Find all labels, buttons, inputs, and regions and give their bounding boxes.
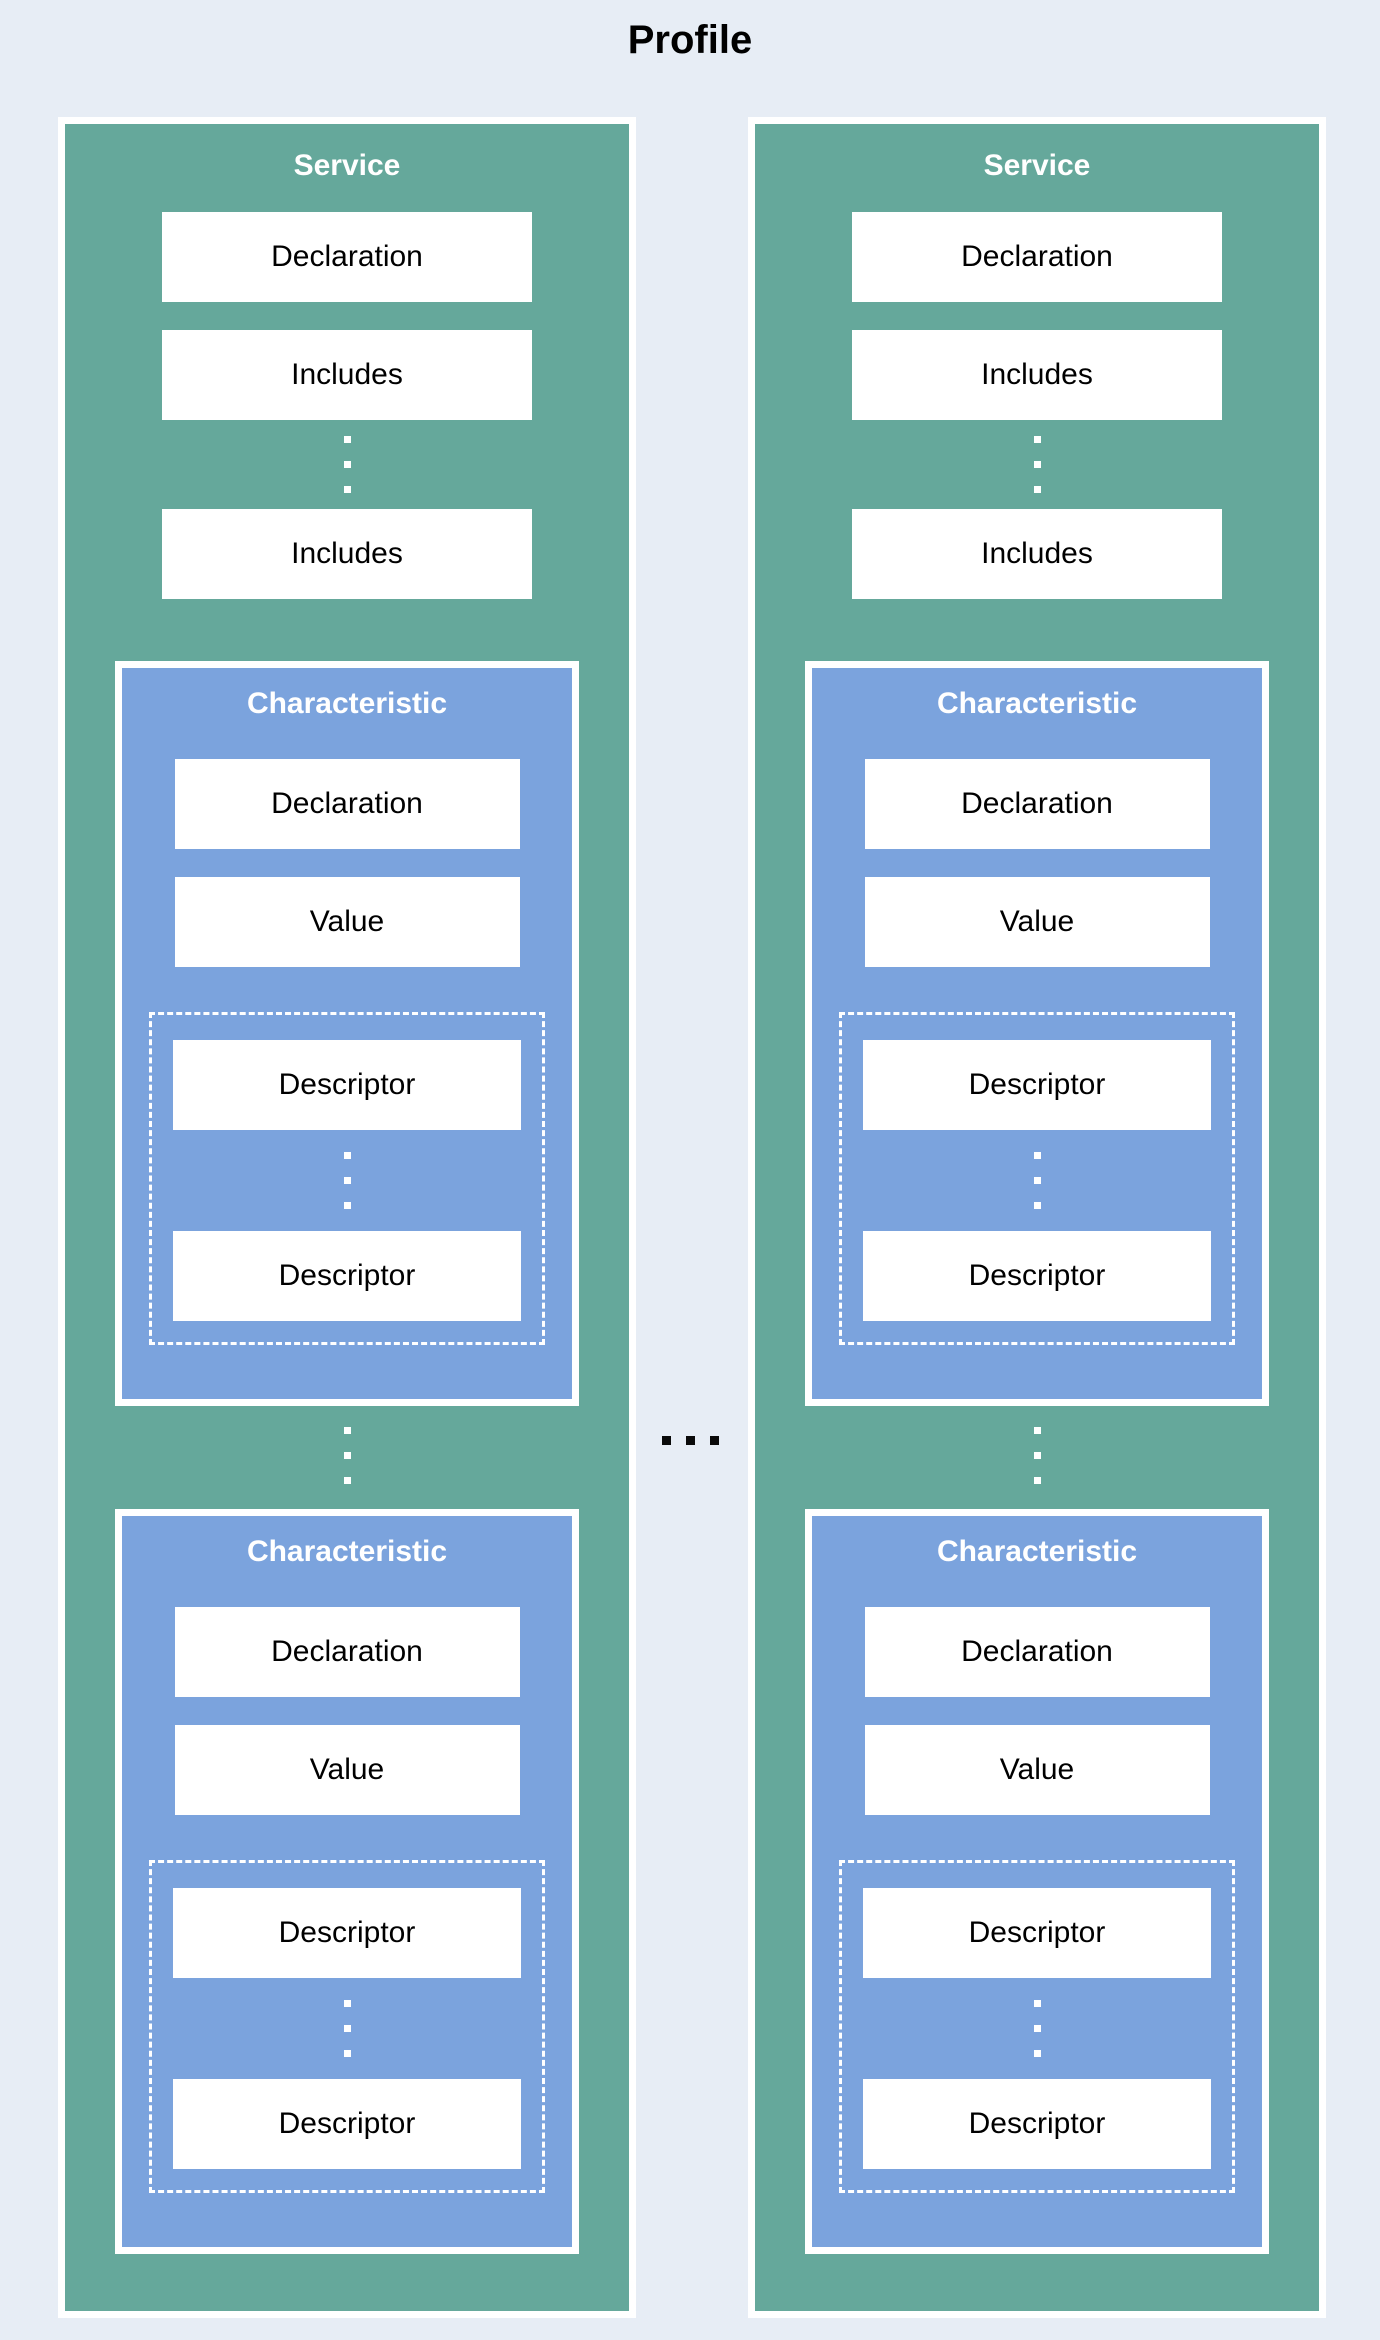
descriptor-group: Descriptor Descriptor [839, 1860, 1235, 2193]
ellipsis-dot [343, 1452, 351, 1459]
characteristic-header-label: Characteristic [246, 1535, 448, 1568]
characteristic-declaration-box: Declaration [864, 759, 1210, 849]
ellipsis-dot [1033, 2000, 1041, 2007]
service-body: Service Declaration Includes Includes Ch… [65, 124, 629, 2311]
descriptor-box: Descriptor [863, 2079, 1211, 2169]
ellipsis-dot [343, 1152, 351, 1159]
descriptor-box: Descriptor [173, 2079, 521, 2169]
ellipsis-dot [343, 436, 351, 443]
characteristic-value-box: Value [864, 1725, 1210, 1815]
ellipsis-dot [343, 486, 351, 493]
characteristic-box-1: Characteristic Declaration Value Descrip… [115, 661, 579, 1406]
characteristic-box-1: Characteristic Declaration Value Descrip… [805, 661, 1269, 1406]
service-column-1: Service Declaration Includes Includes Ch… [58, 117, 636, 2318]
characteristic-body: Characteristic Declaration Value Descrip… [812, 1516, 1262, 2247]
ellipsis-dot [1033, 1477, 1041, 1484]
ellipsis-dot [1033, 2050, 1041, 2057]
service-includes-box: Includes [162, 330, 532, 420]
characteristic-box-2: Characteristic Declaration Value Descrip… [805, 1509, 1269, 2254]
characteristic-box-2: Characteristic Declaration Value Descrip… [115, 1509, 579, 2254]
ellipsis-dot [1033, 2025, 1041, 2032]
service-declaration-box: Declaration [852, 212, 1222, 302]
ellipsis-dot [1033, 461, 1041, 468]
ellipsis-dot [1033, 486, 1041, 493]
ellipsis-dot [343, 1477, 351, 1484]
vertical-ellipsis [343, 420, 351, 509]
descriptor-box: Descriptor [863, 1231, 1211, 1321]
characteristic-value-box: Value [174, 877, 520, 967]
characteristic-value-box: Value [864, 877, 1210, 967]
ellipsis-dot [343, 1202, 351, 1209]
horizontal-ellipsis-more-services [0, 1436, 1380, 1445]
characteristic-body: Characteristic Declaration Value Descrip… [122, 668, 572, 1399]
service-header-label: Service [293, 149, 401, 182]
characteristic-declaration-box: Declaration [174, 759, 520, 849]
page-title: Profile [627, 18, 753, 62]
descriptor-box: Descriptor [173, 1888, 521, 1978]
vertical-ellipsis [1033, 1978, 1041, 2079]
ellipsis-dot [661, 1436, 671, 1445]
ellipsis-dot [343, 2050, 351, 2057]
ellipsis-dot [1033, 436, 1041, 443]
ellipsis-dot [685, 1436, 695, 1445]
ellipsis-dot [343, 1177, 351, 1184]
vertical-ellipsis [343, 1130, 351, 1231]
characteristic-header-label: Characteristic [246, 687, 448, 720]
descriptor-group: Descriptor Descriptor [149, 1012, 545, 1345]
service-declaration-box: Declaration [162, 212, 532, 302]
characteristic-declaration-box: Declaration [864, 1607, 1210, 1697]
vertical-ellipsis [343, 1406, 351, 1505]
service-column-2: Service Declaration Includes Includes Ch… [748, 117, 1326, 2318]
characteristic-body: Characteristic Declaration Value Descrip… [812, 668, 1262, 1399]
service-includes-box: Includes [162, 509, 532, 599]
descriptor-group: Descriptor Descriptor [839, 1012, 1235, 1345]
service-header-label: Service [983, 149, 1091, 182]
service-includes-box: Includes [852, 330, 1222, 420]
descriptor-box: Descriptor [863, 1040, 1211, 1130]
ellipsis-dot [343, 1427, 351, 1434]
characteristic-value-box: Value [174, 1725, 520, 1815]
ellipsis-dot [343, 461, 351, 468]
vertical-ellipsis [1033, 1130, 1041, 1231]
vertical-ellipsis [1033, 1406, 1041, 1505]
service-body: Service Declaration Includes Includes Ch… [755, 124, 1319, 2311]
vertical-ellipsis [1033, 420, 1041, 509]
ellipsis-dot [343, 2025, 351, 2032]
ellipsis-dot [343, 2000, 351, 2007]
ellipsis-dot [1033, 1202, 1041, 1209]
vertical-ellipsis [343, 1978, 351, 2079]
descriptor-box: Descriptor [863, 1888, 1211, 1978]
descriptor-box: Descriptor [173, 1040, 521, 1130]
ellipsis-dot [709, 1436, 719, 1445]
ellipsis-dot [1033, 1152, 1041, 1159]
descriptor-group: Descriptor Descriptor [149, 1860, 545, 2193]
characteristic-header-label: Characteristic [936, 1535, 1138, 1568]
service-includes-box: Includes [852, 509, 1222, 599]
characteristic-header-label: Characteristic [936, 687, 1138, 720]
descriptor-box: Descriptor [173, 1231, 521, 1321]
characteristic-declaration-box: Declaration [174, 1607, 520, 1697]
ellipsis-dot [1033, 1177, 1041, 1184]
ellipsis-dot [1033, 1427, 1041, 1434]
characteristic-body: Characteristic Declaration Value Descrip… [122, 1516, 572, 2247]
ellipsis-dot [1033, 1452, 1041, 1459]
